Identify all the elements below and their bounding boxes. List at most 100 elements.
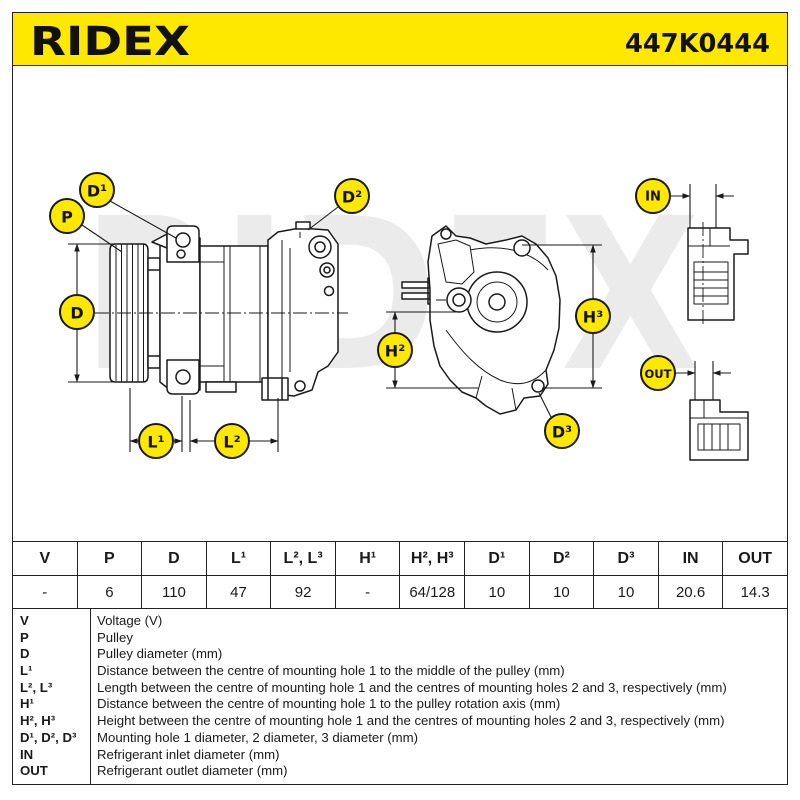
label-badge <box>544 413 580 449</box>
mounting-hole-3-front <box>531 379 545 393</box>
mounting-hole-2-front <box>513 239 531 257</box>
value-out: 14.3 <box>722 575 788 609</box>
label-d2: D² <box>334 178 370 214</box>
outlet-fitting-body <box>689 399 749 461</box>
extension-lines <box>68 184 717 452</box>
compressor-front-view <box>401 225 561 415</box>
label-l1: L¹ <box>138 423 174 459</box>
label-l2: L² <box>214 423 250 459</box>
legend-code: OUT <box>20 763 48 779</box>
legend-code: IN <box>20 746 34 762</box>
label-badge <box>377 332 413 368</box>
legend-description: Refrigerant outlet diameter (mm) <box>97 763 288 779</box>
outlet-fitting <box>689 399 749 461</box>
value-d2: 10 <box>528 575 595 609</box>
legend-row: D¹, D², D³ Mounting hole 1 diameter, 2 di… <box>13 730 787 747</box>
inlet-fitting-body <box>687 227 749 321</box>
legend-code: D <box>20 646 30 662</box>
label-out-text: OUT <box>645 367 672 381</box>
column-header-d2: D² <box>528 541 595 576</box>
cylinder-bands <box>200 246 261 382</box>
legend-divider <box>90 608 91 784</box>
brand-logo: RIDEX <box>30 19 190 65</box>
label-p-text: P <box>61 208 73 227</box>
legend-description: Length between the centre of mounting ho… <box>97 679 727 695</box>
label-d2-text: D² <box>342 188 362 207</box>
rear-fitting <box>261 377 289 401</box>
legend-row: OUT Refrigerant outlet diameter (mm) <box>13 763 787 780</box>
value-d: 110 <box>141 575 207 609</box>
mounting-hole-1 <box>175 232 191 248</box>
legend-row: L¹ Distance between the centre of mountin… <box>13 663 787 680</box>
label-badge <box>635 178 671 214</box>
column-header-in: IN <box>657 541 724 576</box>
label-d1-text: D¹ <box>87 182 107 201</box>
legend-code: H¹ <box>20 696 34 712</box>
rear-head-ribs <box>281 232 301 384</box>
dimension-lines <box>68 184 734 452</box>
port-lower <box>323 285 335 297</box>
label-in-text: IN <box>645 190 661 205</box>
label-d3-text: D³ <box>552 423 572 442</box>
legend-description: Distance between the centre of mounting … <box>97 696 561 712</box>
label-d1: D¹ <box>79 172 115 208</box>
column-header-h1: H¹ <box>334 541 401 576</box>
header-bar: RIDEX 447K0444 <box>12 12 788 66</box>
housing-contours <box>436 239 549 411</box>
label-badge <box>575 298 611 334</box>
label-badge <box>49 198 85 234</box>
mounting-hole-2-inner <box>314 241 326 253</box>
label-badge <box>138 423 174 459</box>
value-d1: 10 <box>464 575 530 609</box>
column-header-l2-l3: L², L³ <box>270 541 336 576</box>
label-badge <box>59 294 95 330</box>
value-v: - <box>12 575 78 609</box>
mounting-hole-bottom <box>175 369 191 385</box>
d2-boss <box>295 221 311 230</box>
legend-description: Height between the centre of mounting ho… <box>97 713 725 729</box>
legend-code: L², L³ <box>20 679 53 695</box>
legend-description: Voltage (V) <box>97 613 163 628</box>
column-header-p: P <box>76 541 143 576</box>
label-in: IN <box>635 178 671 214</box>
label-d3: D³ <box>544 413 580 449</box>
legend-code: H², H³ <box>20 713 56 729</box>
cylinder-body <box>199 245 269 383</box>
column-header-h2-h3: H², H³ <box>399 541 466 576</box>
specs-table: V P D L¹ L², L³ H¹ H², H³ D¹ D² D³ IN OU… <box>12 541 788 609</box>
column-header-d: D <box>141 541 207 576</box>
label-h3-text: H³ <box>583 308 603 327</box>
legend-row: V Voltage (V) <box>13 613 787 630</box>
legend-description: Mounting hole 1 diameter, 2 diameter, 3 … <box>97 729 419 745</box>
label-l1-text: L¹ <box>147 433 164 452</box>
legend-code: D¹, D², D³ <box>20 729 77 745</box>
ear-bolt <box>176 249 186 259</box>
label-d-text: D <box>70 304 83 323</box>
legend-row: H¹ Distance between the centre of mountin… <box>13 696 787 713</box>
compressor-side-view <box>109 221 339 401</box>
column-header-l1: L¹ <box>205 541 272 576</box>
label-l2-text: L² <box>223 433 240 452</box>
part-number: 447K0444 <box>625 29 770 59</box>
legend-description: Pulley <box>97 629 133 645</box>
label-out: OUT <box>640 355 676 391</box>
legend-code: L¹ <box>20 663 33 679</box>
legend-code: V <box>20 613 29 628</box>
clutch-bore-ring <box>476 281 518 323</box>
legend-description: Distance between the centre of mounting … <box>97 663 565 679</box>
legend-row: P Pulley <box>13 630 787 647</box>
label-badge <box>334 178 370 214</box>
value-l1: 47 <box>205 575 272 609</box>
column-header-d3: D³ <box>593 541 659 576</box>
label-h3: H³ <box>575 298 611 334</box>
outlet-fitting-details <box>690 400 748 451</box>
label-h2: H² <box>377 332 413 368</box>
label-p: P <box>49 198 85 234</box>
mounting-hole-3 <box>294 380 306 392</box>
legend-code: P <box>20 629 29 645</box>
label-badge <box>79 172 115 208</box>
value-d3: 10 <box>593 575 659 609</box>
top-boss <box>440 228 452 240</box>
mounting-hole-1-front-inner <box>452 293 466 307</box>
